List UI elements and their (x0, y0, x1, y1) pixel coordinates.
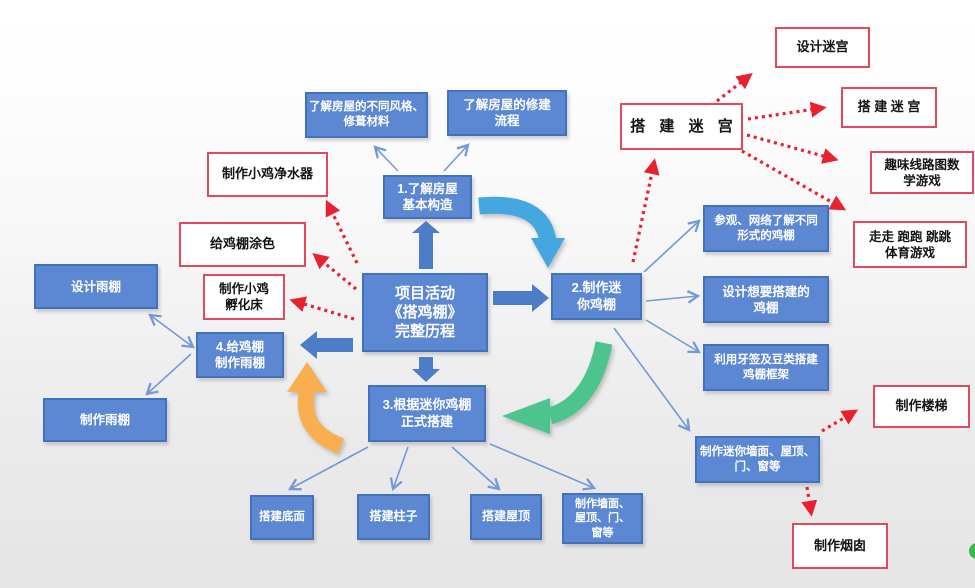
arrow-step1-to-house-process (443, 143, 470, 172)
arrow-step2-to-mini-walls (613, 327, 691, 432)
node-make-walls: 制作墙面、 屋顶、门、 窗等 (562, 493, 643, 544)
node-mini-walls: 制作迷你墙面、屋顶、 门、窗等 (695, 436, 820, 483)
curve-arrow-step1-to-step2-head (531, 238, 565, 268)
node-visit-learn: 参观、网络了解不同 形式的鸡棚 (703, 205, 829, 252)
arrow-mini-walls-to-stairs (821, 409, 859, 433)
curve-arrow-step3-to-step4-head (287, 362, 327, 392)
node-make-chimney: 制作烟囱 (792, 523, 888, 569)
node-build-base: 搭建底面 (250, 495, 314, 540)
curve-arrow-step1-to-step2 (478, 196, 557, 244)
arrow-step2-to-visit-learn (643, 219, 701, 273)
node-build-pillars: 搭建柱子 (357, 494, 430, 540)
arrow-step2-to-maze-main (631, 158, 660, 263)
curve-arrow-step2-to-step3-head (502, 398, 550, 434)
node-design-canopy: 设计雨棚 (34, 264, 158, 309)
node-hatch-bed: 制作小鸡 孵化床 (203, 274, 285, 320)
node-step2: 2.制作迷 你鸡棚 (551, 273, 642, 320)
node-maze-build: 搭 建 迷 宫 (841, 87, 937, 128)
arrow-maze-to-route-game (746, 133, 839, 164)
node-maze-sport-game: 走走 跑跑 跳跳 体育游戏 (853, 221, 967, 268)
arrow-center-to-hatch-bed (289, 296, 355, 321)
arrow-step3-to-build-roof (451, 446, 501, 491)
edge-green-dot (969, 543, 975, 559)
arrow-step4-to-make-canopy (145, 353, 192, 396)
arrow-step2-to-toothpick-frame (645, 319, 701, 354)
thin-blue-arrows (145, 143, 701, 492)
arrow-center-to-paint-coop (312, 252, 358, 291)
node-toothpick-frame: 利用牙签及豆类搭建 鸡棚框架 (703, 344, 829, 391)
node-make-canopy: 制作雨棚 (43, 398, 167, 442)
node-paint-coop: 给鸡棚涂色 (179, 222, 306, 267)
node-step3: 3.根据迷你鸡棚 正式搭建 (368, 385, 486, 442)
red-dotted-arrows (289, 73, 859, 517)
node-step1: 1.了解房屋 基本构造 (383, 175, 472, 219)
arrow-mini-walls-to-chimney (801, 486, 818, 517)
block-arrow-center-to-step3 (412, 357, 440, 382)
curve-arrow-step2-to-step3 (547, 341, 613, 425)
arrow-maze-to-maze-design (716, 73, 753, 103)
node-step4: 4.给鸡棚 制作雨棚 (196, 332, 284, 378)
node-maze-main: 搭 建 迷 宫 (620, 103, 743, 150)
curve-arrow-step3-to-step4 (297, 389, 345, 454)
arrow-step1-to-house-styles (373, 145, 399, 172)
block-arrow-center-to-step1 (412, 221, 440, 269)
arrow-center-to-water-device (325, 199, 359, 264)
arrow-step4-to-design-canopy (148, 313, 195, 349)
block-arrow-center-to-step2 (493, 284, 549, 312)
arrow-step2-to-design-coop (645, 290, 701, 304)
arrow-step3-to-build-pillars (389, 446, 409, 492)
node-build-roof: 搭建屋顶 (470, 494, 542, 540)
arrow-maze-to-sport-game (741, 149, 847, 211)
block-arrow-center-to-step4 (300, 331, 353, 359)
node-make-stairs: 制作楼梯 (873, 385, 970, 428)
curved-arrows (287, 196, 613, 454)
arrow-step3-to-make-walls (489, 443, 597, 491)
node-house-process: 了解房屋的修建 流程 (447, 90, 567, 136)
arrow-step3-to-build-base (287, 446, 369, 491)
node-design-coop: 设计想要搭建的 鸡棚 (703, 276, 829, 323)
node-maze-route-game: 趣味线路图数 学游戏 (870, 151, 974, 194)
node-maze-design: 设计迷宫 (775, 27, 870, 68)
node-house-styles: 了解房屋的不同风格、 修葺材料 (305, 92, 428, 138)
arrow-maze-to-maze-build (747, 101, 827, 121)
node-center: 项目活动 《搭鸡棚》 完整历程 (362, 273, 488, 352)
node-water-device: 制作小鸡净水器 (207, 152, 328, 197)
block-arrows (300, 221, 549, 382)
